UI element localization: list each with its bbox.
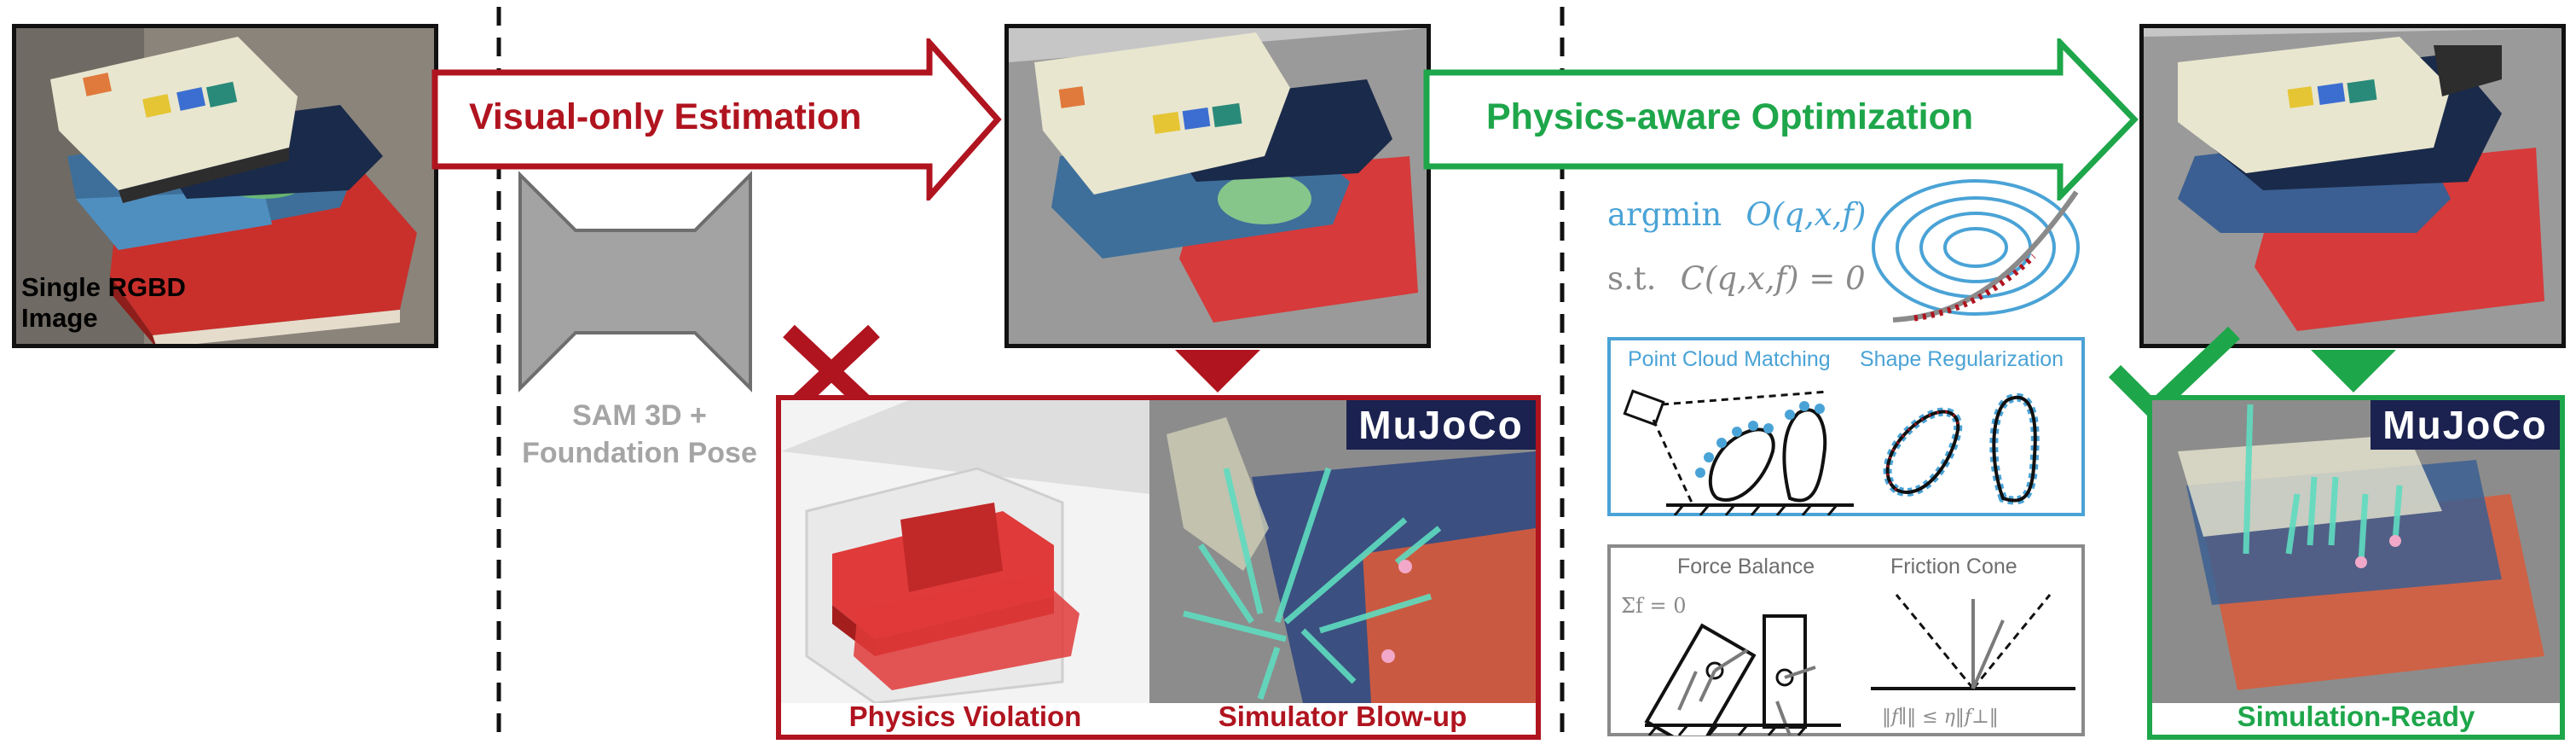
point-cloud-matching-icon [1623,389,1854,515]
model-label-line1: SAM 3D + [572,399,707,432]
physics-optimization-arrow [1423,38,2139,201]
physics-violation-render [781,400,1149,703]
constraint-function: C(q,x,f) = 0 [1680,260,1866,297]
estimated-render [1009,28,1427,344]
model-label-line2: Foundation Pose [522,437,757,469]
visual-estimation-label: Visual-only Estimation [469,96,862,137]
force-balance-title: Force Balance [1677,555,1815,578]
objective-function: O(q,x,f) [1745,196,1867,233]
physics-violation-caption: Physics Violation [848,701,1082,732]
success-panel: MuJoCo Simulation-Ready [2147,395,2565,740]
model-label: SAM 3D + Foundation Pose [503,397,776,472]
constraint-line: s.t. C(q,x,f) = 0 [1607,260,1866,297]
success-pointer [2311,350,2396,392]
objective-line: argmin O(q,x,f) [1607,196,1866,233]
mujoco-logo-success: MuJoCo [2370,400,2560,450]
friction-cone-equation: ‖f∥‖ ≤ η‖f⊥‖ [1882,706,1999,728]
input-caption-line1: Single RGBD [21,272,186,302]
simulation-ready-render [2152,400,2560,703]
estimated-scene-render [1004,24,1431,348]
mujoco-logo-failure: MuJoCo [1346,400,1536,450]
visual-estimation-arrow [431,38,1002,201]
friction-cone-title: Friction Cone [1890,555,2017,578]
shape-regularization-icon [1883,392,2040,505]
failure-panel: MuJoCo Physics Violation Simulator Blow-… [776,395,1541,740]
simulator-blowup-caption: Simulator Blow-up [1218,701,1467,732]
input-caption-line2: Image [21,303,98,333]
input-rgbd-image: Single RGBD Image [12,24,438,348]
force-balance-equation: Σf = 0 [1621,594,1687,618]
force-balance-icon [1644,614,1841,735]
physics-constraints-box: Force Balance Friction Cone Σf = 0 ‖f∥‖ … [1607,544,2085,736]
shape-regularization-title: Shape Regularization [1860,347,2064,371]
simulator-blowup-render [1149,400,1536,703]
books-photo [16,28,434,344]
input-caption: Single RGBD Image [21,272,186,334]
failure-pointer [1175,350,1260,392]
optimized-scene-render [2139,24,2566,348]
physics-optimization-label: Physics-aware Optimization [1486,96,1974,137]
subject-to: s.t. [1607,260,1657,297]
simulation-ready-caption: Simulation-Ready [2237,701,2475,732]
foundation-model-icon [518,171,752,392]
point-cloud-matching-title: Point Cloud Matching [1628,347,1831,371]
argmin-operator: argmin [1607,196,1722,233]
optimization-contour-icon [1872,179,2080,323]
geometry-objectives-box: Point Cloud Matching Shape Regularizatio… [1607,337,2085,516]
friction-cone-icon [1871,594,2075,690]
optimized-render [2144,28,2562,344]
